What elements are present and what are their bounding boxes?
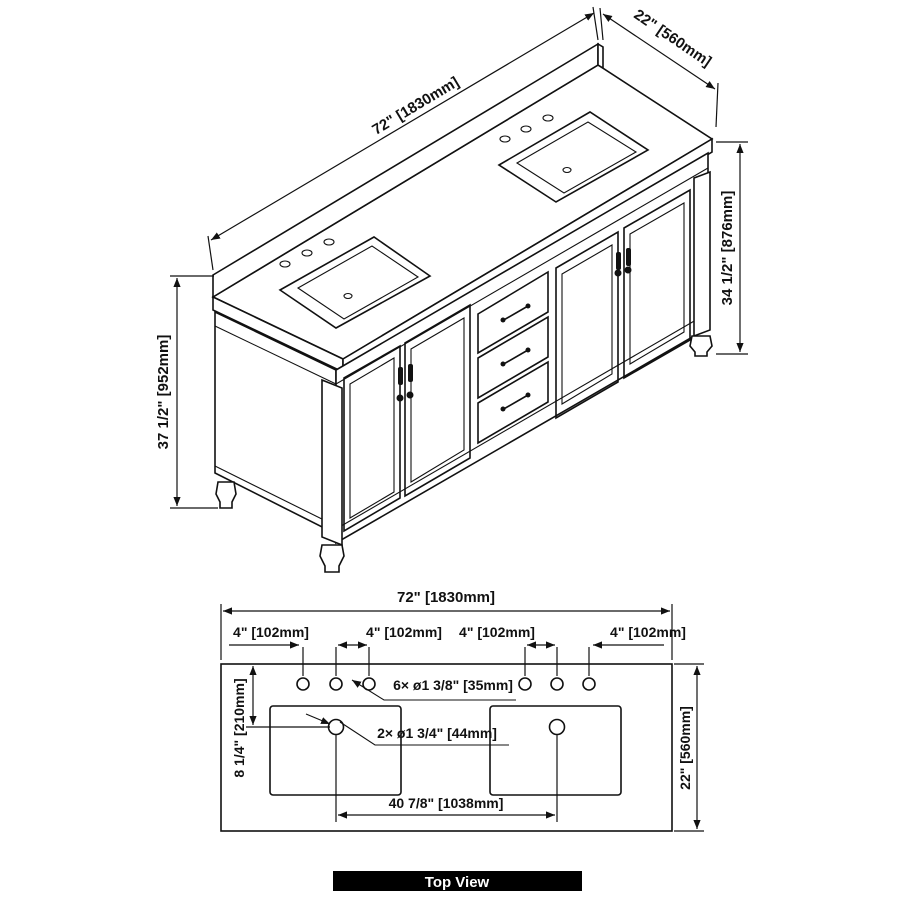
top-sinks: 2× ø1 3/4" [44mm] [269,705,622,796]
top-countertop-outline [220,663,673,832]
sink-center-dimension: 40 7/8" [1038mm] [335,735,558,822]
top-width-label: 72" [1830mm] [397,589,495,606]
iso-body-height-label: 34 1/2" [876mm] [719,191,736,306]
top-view: 72" [1830mm] 4" [102mm] 4" [102mm] 4" [1… [220,589,704,891]
top-sink-right [489,705,622,796]
faucet-holes-label: 6× ø1 3/8" [35mm] [393,677,513,693]
feet [215,335,713,573]
iso-body-height-dimension: 34 1/2" [876mm] [716,141,748,355]
top-view-title-bar: Top View [333,871,582,891]
top-view-title: Top View [425,874,490,891]
isometric-view: 72" [1830mm] 22" [560mm] 34 1/2" [876mm]… [155,6,748,573]
iso-total-height-label: 37 1/2" [952mm] [155,335,172,450]
edge-left-label: 4" [102mm] [233,624,309,640]
top-hole-spacing-dimensions: 4" [102mm] 4" [102mm] 4" [102mm] 4" [102… [229,624,686,676]
sink-center-label: 40 7/8" [1038mm] [389,795,504,811]
top-depth-label: 22" [560mm] [677,706,693,790]
spacing-right-label: 4" [102mm] [459,624,535,640]
faucet-holes: 6× ø1 3/8" [35mm] [296,677,596,701]
spacing-left-label: 4" [102mm] [366,624,442,640]
iso-total-height-dimension: 37 1/2" [952mm] [155,275,218,509]
iso-width-label: 72" [1830mm] [369,74,462,139]
drawer-stack [477,270,549,445]
sink-offset-dimension: 8 1/4" [210mm] [231,666,330,778]
doors-right-pair [555,188,691,420]
sink-offset-label: 8 1/4" [210mm] [231,678,247,777]
top-depth-dimension: 22" [560mm] [674,663,704,832]
cabinet-body [214,151,711,547]
edge-right-label: 4" [102mm] [610,624,686,640]
doors-left-pair [343,303,471,533]
drain-holes-label: 2× ø1 3/4" [44mm] [377,725,497,741]
top-width-dimension: 72" [1830mm] [220,589,673,660]
